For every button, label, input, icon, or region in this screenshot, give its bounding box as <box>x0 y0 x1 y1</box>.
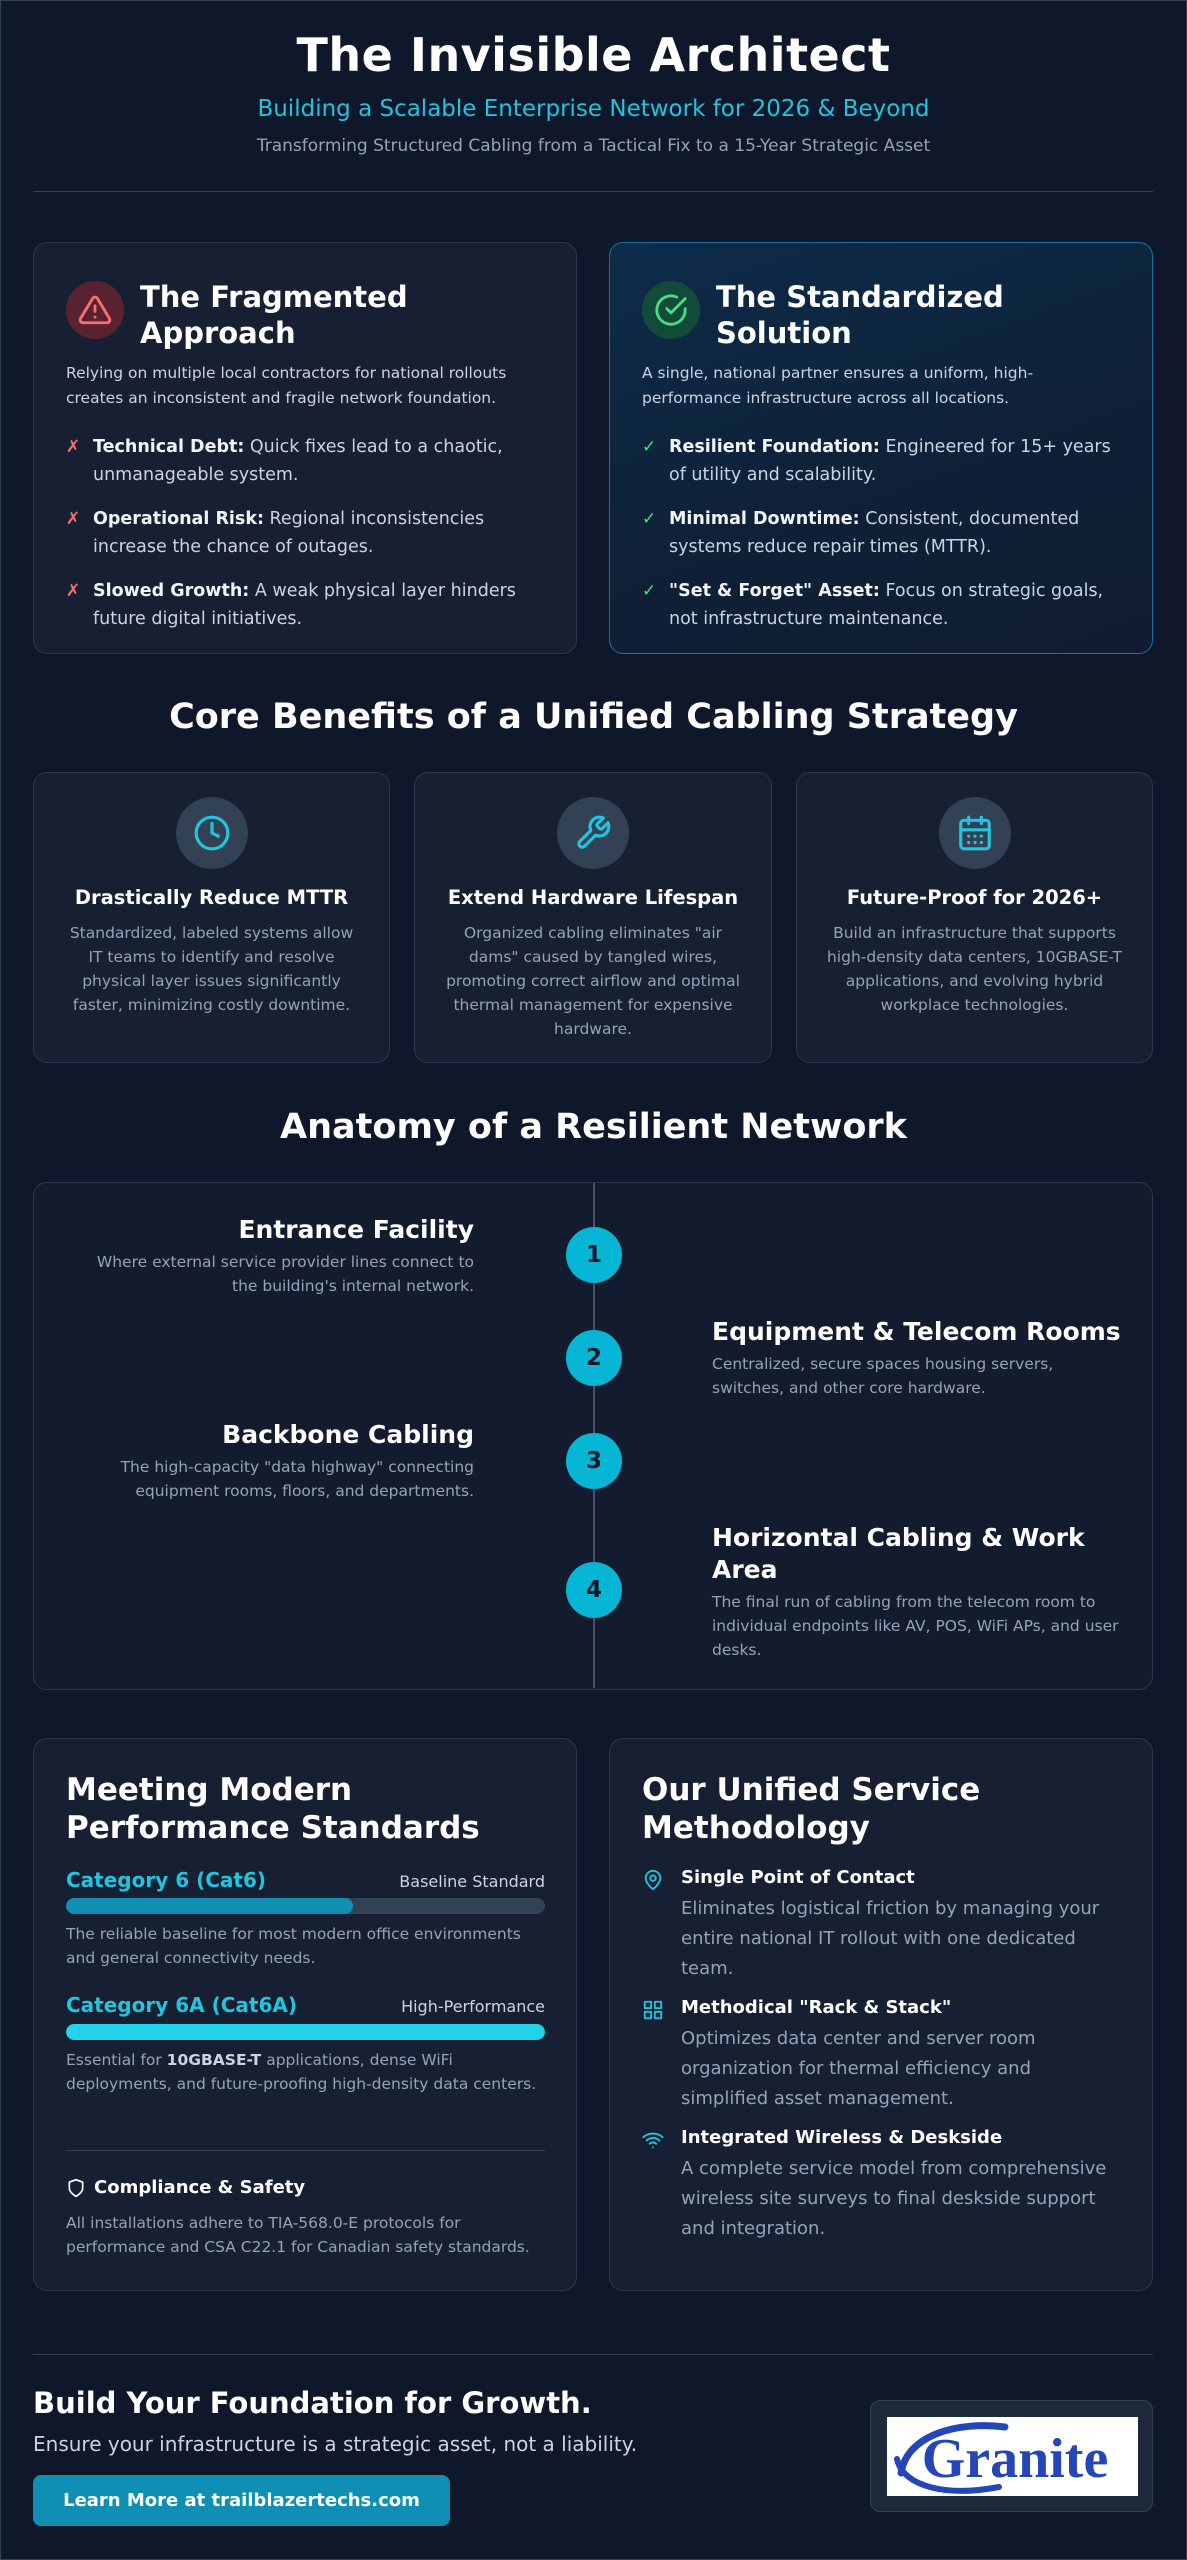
anatomy-section-title: Anatomy of a Resilient Network <box>280 1107 907 1147</box>
cat6a-bar-fill <box>66 2024 545 2040</box>
methodology-title: Our Unified Service Methodology <box>642 1772 981 1846</box>
standards-title: Meeting Modern Performance Standards <box>66 1772 480 1846</box>
standardized-list: ✓Resilient Foundation: Engineered for 15… <box>642 433 1122 649</box>
benefits-section-title: Core Benefits of a Unified Cabling Strat… <box>169 697 1018 737</box>
step-text: The high-capacity "data highway" connect… <box>120 1458 474 1500</box>
cat6a-label: High-Performance <box>401 1997 545 2016</box>
footer-subtitle: Ensure your infrastructure is a strategi… <box>33 2432 638 2456</box>
standardized-title: The Standardized Solution <box>716 280 1004 350</box>
list-item: ✓Resilient Foundation: Engineered for 15… <box>642 433 1122 489</box>
step-title: Entrance Facility <box>238 1215 474 1244</box>
step-node-4: 4 <box>566 1562 622 1618</box>
cat6-row: Category 6 (Cat6) Baseline Standard <box>66 1868 545 1892</box>
footer-title: Build Your Foundation for Growth. <box>33 2386 592 2420</box>
step-title: Backbone Cabling <box>222 1420 474 1449</box>
fragmented-list: ✗Technical Debt: Quick fixes lead to a c… <box>66 433 546 649</box>
method-item-contact: Single Point of Contact Eliminates logis… <box>642 1867 1122 1984</box>
cat6-name: Category 6 (Cat6) <box>66 1868 267 1892</box>
header-divider <box>33 191 1153 192</box>
x-mark-icon: ✗ <box>66 509 81 529</box>
step-node-2: 2 <box>566 1330 622 1386</box>
benefit-card-future-proof: Future-Proof for 2026+ Build an infrastr… <box>796 772 1153 1063</box>
cat6a-row: Category 6A (Cat6A) High-Performance <box>66 1993 545 2017</box>
check-mark-icon: ✓ <box>642 437 657 457</box>
benefit-title: Extend Hardware Lifespan <box>447 886 739 909</box>
compliance-title: Compliance & Safety <box>94 2177 306 2198</box>
benefit-text: Build an infrastructure that supports hi… <box>826 924 1123 1014</box>
cat6a-text: Essential for 10GBASE-T applications, de… <box>66 2051 537 2093</box>
logo-panel: Granite <box>870 2400 1153 2512</box>
step-node-1: 1 <box>566 1227 622 1283</box>
list-item: ✗Technical Debt: Quick fixes lead to a c… <box>66 433 546 489</box>
step-node-3: 3 <box>566 1433 622 1489</box>
benefit-text: Organized cabling eliminates "air dams" … <box>446 924 740 1038</box>
page-title: The Invisible Architect <box>296 28 891 82</box>
method-item-wireless: Integrated Wireless & Deskside A complet… <box>642 2127 1122 2244</box>
benefit-card-mttr: Drastically Reduce MTTR Standardized, la… <box>33 772 390 1063</box>
method-title: Single Point of Contact <box>681 1867 915 1888</box>
list-item: ✓Minimal Downtime: Consistent, documente… <box>642 505 1122 561</box>
learn-more-button[interactable]: Learn More at trailblazertechs.com <box>33 2475 450 2526</box>
calendar-icon <box>938 797 1011 869</box>
benefit-title: Future-Proof for 2026+ <box>846 886 1103 909</box>
check-mark-icon: ✓ <box>642 581 657 601</box>
svg-text:Granite: Granite <box>922 2428 1109 2490</box>
step-title: Equipment & Telecom Rooms <box>712 1317 1121 1346</box>
compliance-heading: Compliance & Safety <box>66 2177 305 2198</box>
method-text: Optimizes data center and server room or… <box>681 2028 1036 2109</box>
cat6-text: The reliable baseline for most modern of… <box>66 1925 521 1967</box>
check-mark-icon: ✓ <box>642 509 657 529</box>
page-header: The Invisible Architect Building a Scala… <box>0 28 1187 156</box>
cat6-bar-fill <box>66 1898 354 1914</box>
cat6a-name: Category 6A (Cat6A) <box>66 1993 297 2017</box>
x-mark-icon: ✗ <box>66 581 81 601</box>
grid-icon <box>642 1997 681 2114</box>
list-item: ✓"Set & Forget" Asset: Focus on strategi… <box>642 577 1122 633</box>
fragmented-approach-card: The Fragmented Approach Relying on multi… <box>33 242 577 654</box>
wrench-icon <box>557 797 629 869</box>
method-text: Eliminates logistical friction by managi… <box>681 1898 1100 1979</box>
benefit-text: Standardized, labeled systems allow IT t… <box>69 924 354 1014</box>
step-entrance-facility: Entrance Facility Where external service… <box>70 1214 474 1298</box>
fragmented-lead: Relying on multiple local contractors fo… <box>66 364 507 407</box>
standards-divider <box>66 2150 545 2151</box>
performance-standards-card: Meeting Modern Performance Standards Cat… <box>33 1738 577 2291</box>
page-subtitle: Building a Scalable Enterprise Network f… <box>257 96 930 122</box>
compliance-text: All installations adhere to TIA-568.0-E … <box>66 2214 530 2256</box>
method-text: A complete service model from comprehens… <box>681 2158 1107 2239</box>
list-item: ✗Operational Risk: Regional inconsistenc… <box>66 505 546 561</box>
method-title: Integrated Wireless & Deskside <box>681 2127 1003 2148</box>
benefit-card-lifespan: Extend Hardware Lifespan Organized cabli… <box>414 772 772 1063</box>
method-item-rack-stack: Methodical "Rack & Stack" Optimizes data… <box>642 1997 1122 2114</box>
step-text: Where external service provider lines co… <box>96 1253 474 1295</box>
map-pin-icon <box>642 1867 681 1984</box>
step-backbone-cabling: Backbone Cabling The high-capacity "data… <box>70 1419 474 1503</box>
warning-triangle-icon <box>66 281 124 339</box>
fragmented-title: The Fragmented Approach <box>140 280 408 350</box>
shield-icon <box>68 2178 84 2197</box>
page-tagline: Transforming Structured Cabling from a T… <box>256 136 931 156</box>
x-mark-icon: ✗ <box>66 437 81 457</box>
cat6-bar <box>66 1898 545 1914</box>
service-methodology-card: Our Unified Service Methodology Single P… <box>609 1738 1153 2291</box>
step-text: Centralized, secure spaces housing serve… <box>712 1355 1054 1397</box>
check-circle-icon <box>642 281 700 339</box>
cat6a-bar <box>66 2024 545 2040</box>
benefit-title: Drastically Reduce MTTR <box>74 886 349 909</box>
step-text: The final run of cabling from the teleco… <box>712 1593 1119 1659</box>
granite-logo: Granite <box>887 2417 1138 2496</box>
wifi-icon <box>642 2127 681 2244</box>
step-horizontal-cabling: Horizontal Cabling & Work Area The final… <box>712 1522 1122 1662</box>
clock-icon <box>175 797 248 869</box>
step-equipment-rooms: Equipment & Telecom Rooms Centralized, s… <box>712 1316 1122 1400</box>
step-title: Horizontal Cabling & Work Area <box>712 1523 1085 1584</box>
standardized-solution-card: The Standardized Solution A single, nati… <box>609 242 1153 654</box>
footer-divider <box>33 2354 1153 2355</box>
standardized-lead: A single, national partner ensures a uni… <box>642 364 1034 407</box>
cat6-label: Baseline Standard <box>399 1872 545 1891</box>
list-item: ✗Slowed Growth: A weak physical layer hi… <box>66 577 546 633</box>
method-title: Methodical "Rack & Stack" <box>681 1997 952 2018</box>
